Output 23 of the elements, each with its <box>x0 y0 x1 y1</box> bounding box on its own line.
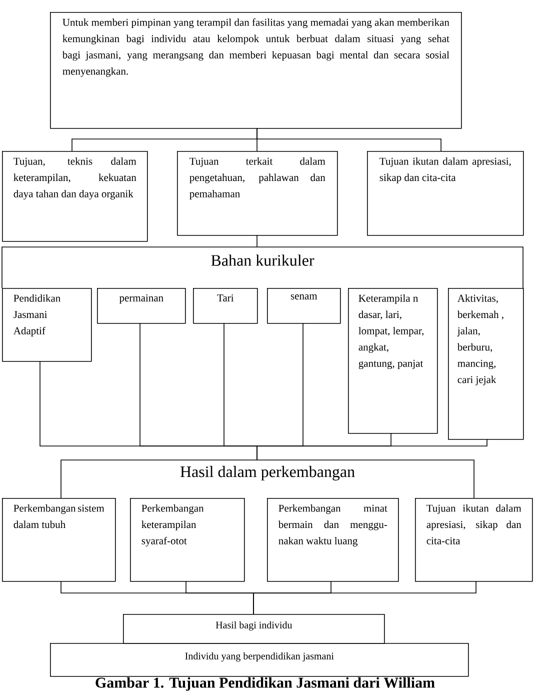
text-box: Perkembangan minat bermain dan menggu-nakan waktu luang <box>267 498 399 582</box>
caption: Gambar 1. Tujuan Pendidikan Jasmani dari William <box>96 677 435 691</box>
text-box: Tujuan ikutan dalam apresiasi, sikap dan cita-cita <box>367 151 524 236</box>
text-box: Hasil bagi individu <box>123 614 385 644</box>
text-box: senam <box>267 288 341 324</box>
text-box: Perkembangan keterampilan syaraf-otot <box>130 498 245 582</box>
text-box: Individu yang berpendidikan jasmani <box>50 643 469 677</box>
section-band: Bahan kurikuler <box>2 246 524 288</box>
text-box: permainan <box>97 288 186 324</box>
section-band: Hasil dalam perkembangan <box>60 460 474 498</box>
connector-line <box>256 234 258 248</box>
text-box: Untuk memberi pimpinan yang terampil dan fasilitas yang memadai yang akan memberikan kemungkinan bagi individu atau kelompok untuk berbuat dalam situasi yang sehat bagi jasmani, yang merangsang dan memberi kepuasan bagi mental dan secara sosial menyenangkan. <box>50 12 462 129</box>
text-box: Tujuan terkait dalam pengetahuan, pahlawan dan pemahaman <box>177 151 338 236</box>
text-box: Keterampila n dasar, lari, lompat, lempar, angkat, gantung, panjat <box>348 288 438 434</box>
text-box: Aktivitas, berkemah , jalan, berburu, mancing, cari jejak <box>448 288 524 440</box>
text-box: Pendidikan Jasmani Adaptif <box>2 288 92 362</box>
connector-line <box>256 128 442 152</box>
connector-line <box>256 438 488 460</box>
text-box: Perkembangan sistem dalam tubuh <box>2 498 116 582</box>
text-box: Tujuan ikutan dalam apresiasi, sikap dan cita-cita <box>415 498 533 582</box>
text-box: Tujuan, teknis dalam keterampilan, kekuatan daya tahan dan daya organik <box>2 151 148 242</box>
text-box: Tari <box>193 288 258 324</box>
connector-line <box>253 580 476 614</box>
